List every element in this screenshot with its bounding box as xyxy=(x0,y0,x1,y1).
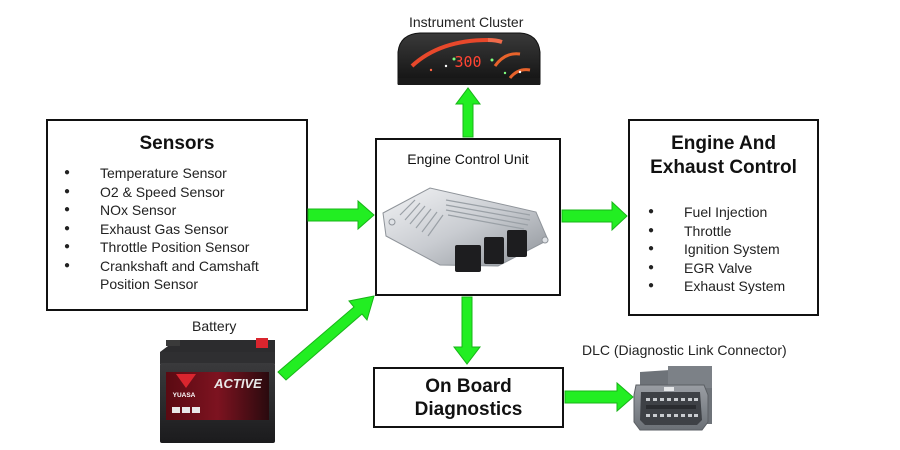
list-item: O2 & Speed Sensor xyxy=(52,183,306,202)
engine-exhaust-title-line: Engine And xyxy=(671,133,776,154)
sensors-box: Sensors Temperature Sensor O2 & Speed Se… xyxy=(46,119,308,311)
ecu-image xyxy=(382,187,549,272)
list-item: Exhaust Gas Sensor xyxy=(52,220,306,239)
list-item: Fuel Injection xyxy=(636,203,817,222)
sensors-list: Temperature Sensor O2 & Speed Sensor NOx… xyxy=(48,164,306,294)
battery-positive-terminal xyxy=(256,338,268,348)
list-item: Exhaust System xyxy=(636,277,817,296)
arrow-ecu-to-engine xyxy=(561,200,628,232)
battery-image: YUASA ACTIVE xyxy=(160,338,275,443)
sensors-title: Sensors xyxy=(139,133,215,154)
list-item-line: Crankshaft and Camshaft xyxy=(100,257,259,274)
arrow-ecu-to-cluster xyxy=(455,87,481,138)
list-item-line: Position Sensor xyxy=(100,276,199,292)
dlc-image xyxy=(633,366,712,431)
obd-title-line: On Board xyxy=(425,376,512,397)
instrument-cluster-label: Instrument Cluster xyxy=(409,14,524,30)
list-item: Ignition System xyxy=(636,240,817,259)
obd-title: On Board Diagnostics xyxy=(375,375,562,421)
cluster-speed-readout: 300 xyxy=(454,53,481,71)
engine-exhaust-title-line: Exhaust Control xyxy=(650,157,797,178)
list-item: Throttle Position Sensor xyxy=(52,238,306,257)
list-item: Throttle xyxy=(636,222,817,241)
ecu-connector xyxy=(507,230,527,257)
arrow-ecu-to-obd xyxy=(452,296,482,365)
ecu-connector xyxy=(484,237,504,264)
battery-label: Battery xyxy=(192,318,237,334)
engine-exhaust-list: Fuel Injection Throttle Ignition System … xyxy=(630,203,817,296)
ecu-label: Engine Control Unit xyxy=(407,151,529,167)
battery-model: ACTIVE xyxy=(213,376,262,391)
obd-box: On Board Diagnostics xyxy=(373,367,564,428)
arrow-battery-to-ecu xyxy=(277,295,375,381)
arrow-sensors-to-ecu xyxy=(307,199,375,231)
ecu-connector xyxy=(455,245,481,272)
dlc-label: DLC (Diagnostic Link Connector) xyxy=(582,342,787,358)
battery-brand: YUASA xyxy=(173,392,196,399)
list-item: Temperature Sensor xyxy=(52,164,306,183)
engine-exhaust-box: Engine And Exhaust Control Fuel Injectio… xyxy=(628,119,819,316)
list-item: NOx Sensor xyxy=(52,201,306,220)
instrument-cluster-image: 300 xyxy=(397,32,541,85)
engine-exhaust-title: Engine And Exhaust Control xyxy=(630,132,817,180)
obd-title-line: Diagnostics xyxy=(414,399,523,420)
arrow-obd-to-dlc xyxy=(564,381,634,413)
list-item: EGR Valve xyxy=(636,259,817,278)
